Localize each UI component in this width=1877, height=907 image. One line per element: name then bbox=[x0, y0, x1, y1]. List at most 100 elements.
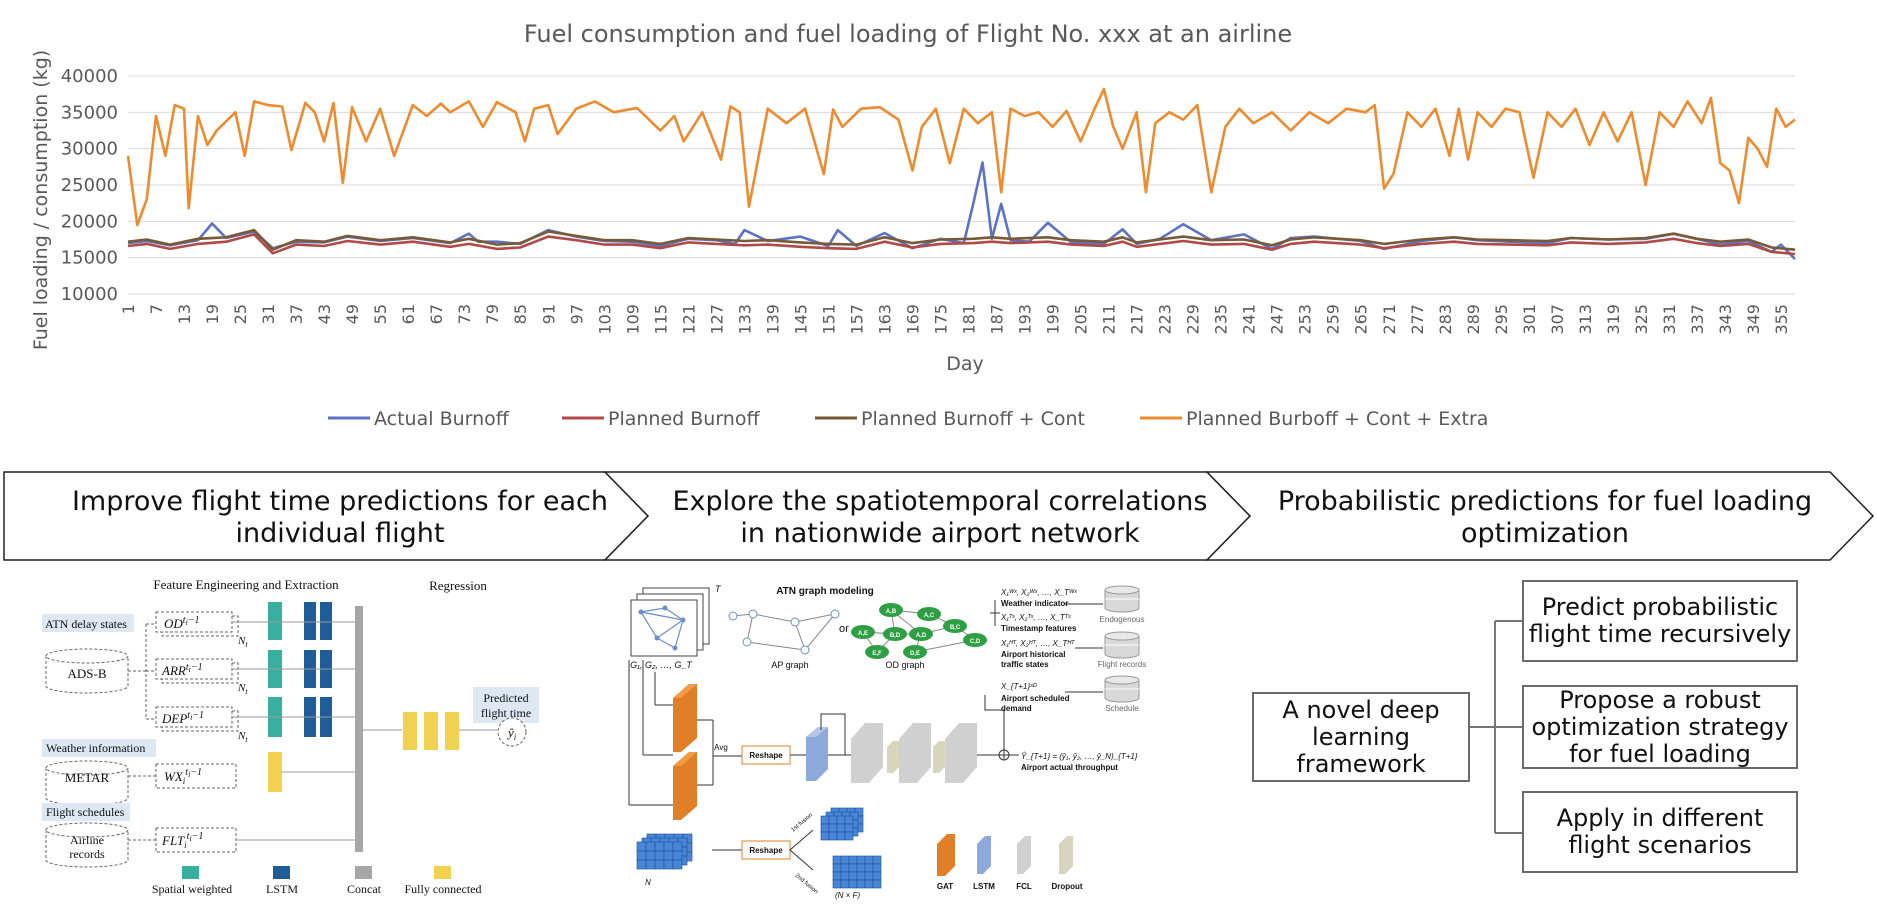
grid-cell bbox=[828, 823, 838, 833]
x-tick-label: 157 bbox=[847, 304, 866, 335]
svg-text:ARRti−1: ARRti−1 bbox=[161, 662, 203, 678]
db-flight-records: Flight records bbox=[1098, 631, 1146, 669]
grid-cell bbox=[654, 859, 665, 870]
banner-3-line2: optimization bbox=[1461, 518, 1629, 549]
x-tick-label: 91 bbox=[539, 304, 558, 324]
x-tick-label: 241 bbox=[1240, 304, 1259, 335]
x-tick-label: 109 bbox=[623, 304, 642, 335]
grid-cell bbox=[848, 863, 858, 873]
grid-cell bbox=[836, 823, 846, 833]
feat-wx-supsub: i bbox=[188, 770, 190, 779]
x-tick-label: 205 bbox=[1072, 304, 1091, 335]
grid-cell bbox=[848, 879, 858, 889]
grid-cell bbox=[654, 841, 665, 852]
flight-time-model-diagram: Feature Engineering and Extraction Regre… bbox=[42, 577, 539, 896]
feat-wx-sub: i bbox=[183, 776, 186, 786]
x-tick-label: 271 bbox=[1380, 304, 1399, 335]
framework-root-box: A novel deep learning framework bbox=[1252, 692, 1470, 782]
nt-3-sub: t bbox=[245, 735, 248, 744]
x-tick-label: 1 bbox=[119, 304, 138, 314]
framework-connectors bbox=[1470, 620, 1522, 834]
x-tick-label: 229 bbox=[1184, 304, 1203, 335]
grid-cell bbox=[832, 855, 842, 865]
x-tick-label: 61 bbox=[399, 304, 418, 324]
grid-cell bbox=[856, 855, 866, 865]
grid-cell bbox=[856, 879, 866, 889]
series-line-3 bbox=[127, 228, 1796, 251]
banner-text-3: Probabilistic predictions for fuel loadi… bbox=[1245, 486, 1845, 550]
ap-graph-label: AP graph bbox=[771, 660, 808, 670]
grid-cell bbox=[864, 863, 874, 873]
x-tick-label: 301 bbox=[1520, 304, 1539, 335]
legend-dropout: Dropout bbox=[1051, 882, 1082, 891]
legend-fcl-swatch bbox=[1017, 836, 1031, 874]
x-tick-label: 85 bbox=[511, 304, 530, 324]
airport-network-model-diagram: T G₁, G₂, …, G_T ATN graph modeling AP g… bbox=[628, 584, 1146, 900]
fusion-grid-1 bbox=[820, 807, 864, 841]
legend-label-3: Planned Burnoff + Cont bbox=[861, 408, 1085, 430]
output-label: Airport actual throughput bbox=[1021, 763, 1118, 772]
svg-text:WXiti−1: WXiti−1 bbox=[164, 767, 202, 786]
grid-cell bbox=[645, 841, 656, 852]
fc-block-1 bbox=[403, 712, 417, 750]
x-tick-label: 115 bbox=[651, 304, 670, 335]
grid-cell bbox=[832, 871, 842, 881]
flatten-1: 1st fusion bbox=[790, 812, 814, 833]
od-node bbox=[851, 625, 875, 639]
gat-block-2 bbox=[673, 752, 697, 820]
x-tick-label: 151 bbox=[819, 304, 838, 335]
lstm-block-1a bbox=[304, 602, 316, 640]
ap-graph: AP graph bbox=[728, 609, 840, 670]
od-node-label: B,D bbox=[890, 633, 901, 639]
grid-cell bbox=[836, 815, 846, 825]
legend-label-2: Planned Burnoff bbox=[608, 408, 760, 430]
y-axis-label: Fuel loading / consumption (kg) bbox=[30, 50, 52, 350]
section-weather: Weather information bbox=[46, 741, 145, 755]
od-node-label: C,D bbox=[970, 639, 981, 645]
grid-cell bbox=[840, 863, 850, 873]
framework-child-1: Predict probabilistic flight time recurs… bbox=[1522, 580, 1798, 662]
framework-child-2: Propose a robust optimization strategy f… bbox=[1522, 685, 1798, 769]
feat-airport-formula: X₁ᴴᵀ, X₂ᴴᵀ, …, X_Tᴴᵀ bbox=[1000, 639, 1075, 648]
nt-2-sub: t bbox=[245, 687, 248, 696]
legend-concat: Concat bbox=[347, 882, 382, 896]
legend-lstm: LSTM bbox=[266, 882, 298, 896]
grid-cell bbox=[840, 855, 850, 865]
n-label: N bbox=[645, 878, 651, 887]
x-tick-label: 247 bbox=[1268, 304, 1287, 335]
feat-sched-formula: X_{T+1}ˢᴰ bbox=[1000, 682, 1037, 691]
feature-dep: DEPti−1 Nt bbox=[155, 706, 248, 744]
svg-text:DEPti−1: DEPti−1 bbox=[161, 710, 204, 726]
feat-od-suptail: −1 bbox=[188, 615, 200, 626]
grid-cell bbox=[672, 859, 683, 870]
x-tick-label: 7 bbox=[147, 304, 166, 314]
grid-cell bbox=[672, 841, 683, 852]
legend-swatch-concat bbox=[355, 866, 372, 879]
legend-label-4: Planned Burboff + Cont + Extra bbox=[1186, 408, 1488, 430]
svg-text:ŷi: ŷi bbox=[506, 725, 517, 742]
banner-1-line2: individual flight bbox=[235, 518, 445, 549]
x-tick-label: 49 bbox=[343, 304, 362, 324]
x-tick-label: 223 bbox=[1156, 304, 1175, 335]
od-node bbox=[917, 607, 941, 621]
fc-block-weather bbox=[268, 752, 282, 792]
feat-wx-text: WX bbox=[164, 769, 184, 784]
fc-block-2 bbox=[424, 712, 438, 750]
x-tick-label: 199 bbox=[1044, 304, 1063, 335]
grid-cell bbox=[864, 871, 874, 881]
series-line-2 bbox=[127, 233, 1796, 256]
banner-text-2: Explore the spatiotemporal correlations … bbox=[640, 486, 1240, 550]
feat-wx-sup: t bbox=[185, 767, 188, 778]
grid-cell bbox=[654, 850, 665, 861]
feat-arr-supsub: i bbox=[189, 665, 191, 674]
svg-text:Nt: Nt bbox=[237, 730, 248, 744]
grid-cell bbox=[856, 863, 866, 873]
x-tick-label: 55 bbox=[371, 304, 390, 324]
metar-database: METAR bbox=[45, 760, 129, 806]
reshape-label-2: Reshape bbox=[749, 846, 783, 855]
x-tick-label: 331 bbox=[1660, 304, 1679, 335]
grid-cell bbox=[820, 831, 830, 841]
svg-text:FLTiti−1: FLTiti−1 bbox=[161, 831, 203, 850]
y-tick-label: 20000 bbox=[61, 211, 118, 232]
x-tick-label: 19 bbox=[203, 304, 222, 324]
